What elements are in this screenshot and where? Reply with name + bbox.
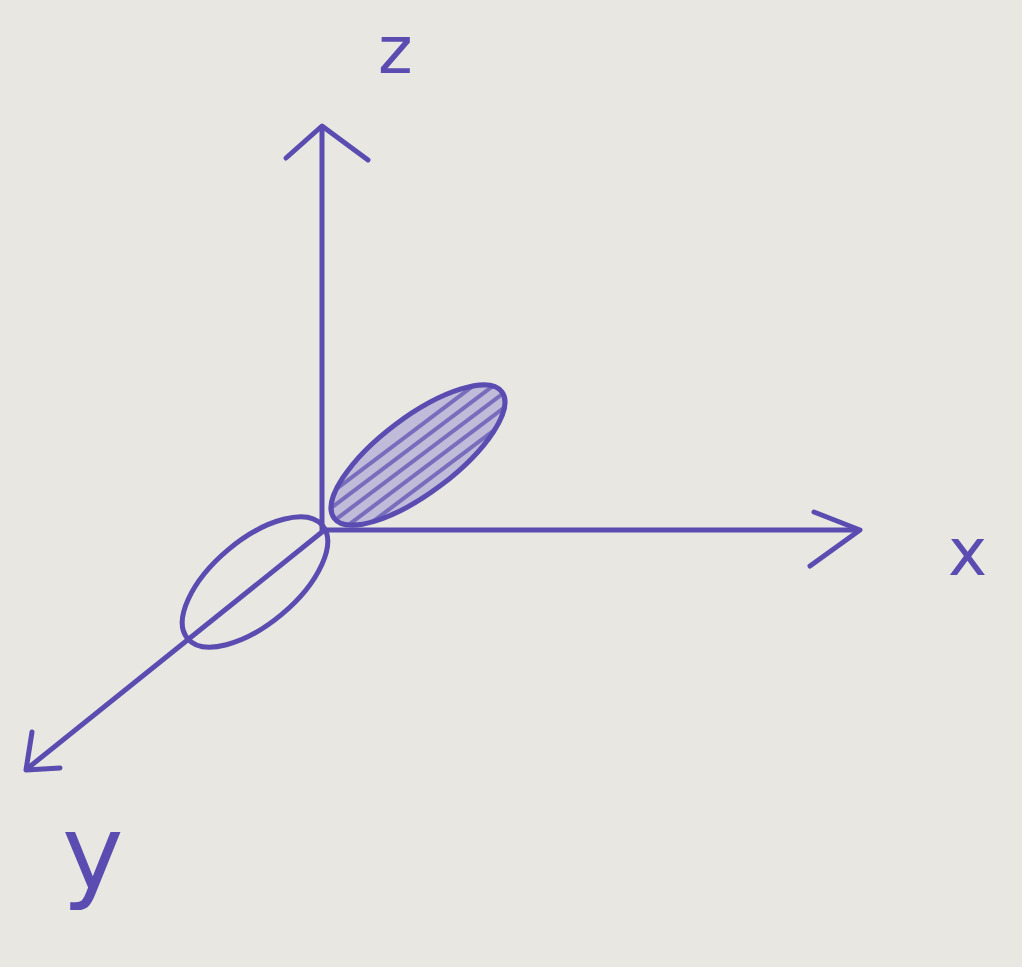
axis-label: z <box>378 18 413 84</box>
y-axis <box>28 532 322 768</box>
axis-label: x <box>948 520 987 586</box>
open-lobe <box>161 493 350 670</box>
x-axis <box>322 528 858 533</box>
axis-label: y <box>62 800 124 904</box>
shaded-lobe <box>307 358 528 551</box>
y-arrowhead <box>26 732 60 770</box>
z-axis <box>320 128 325 528</box>
x-arrowhead <box>810 512 860 566</box>
z-arrowhead <box>286 126 368 160</box>
